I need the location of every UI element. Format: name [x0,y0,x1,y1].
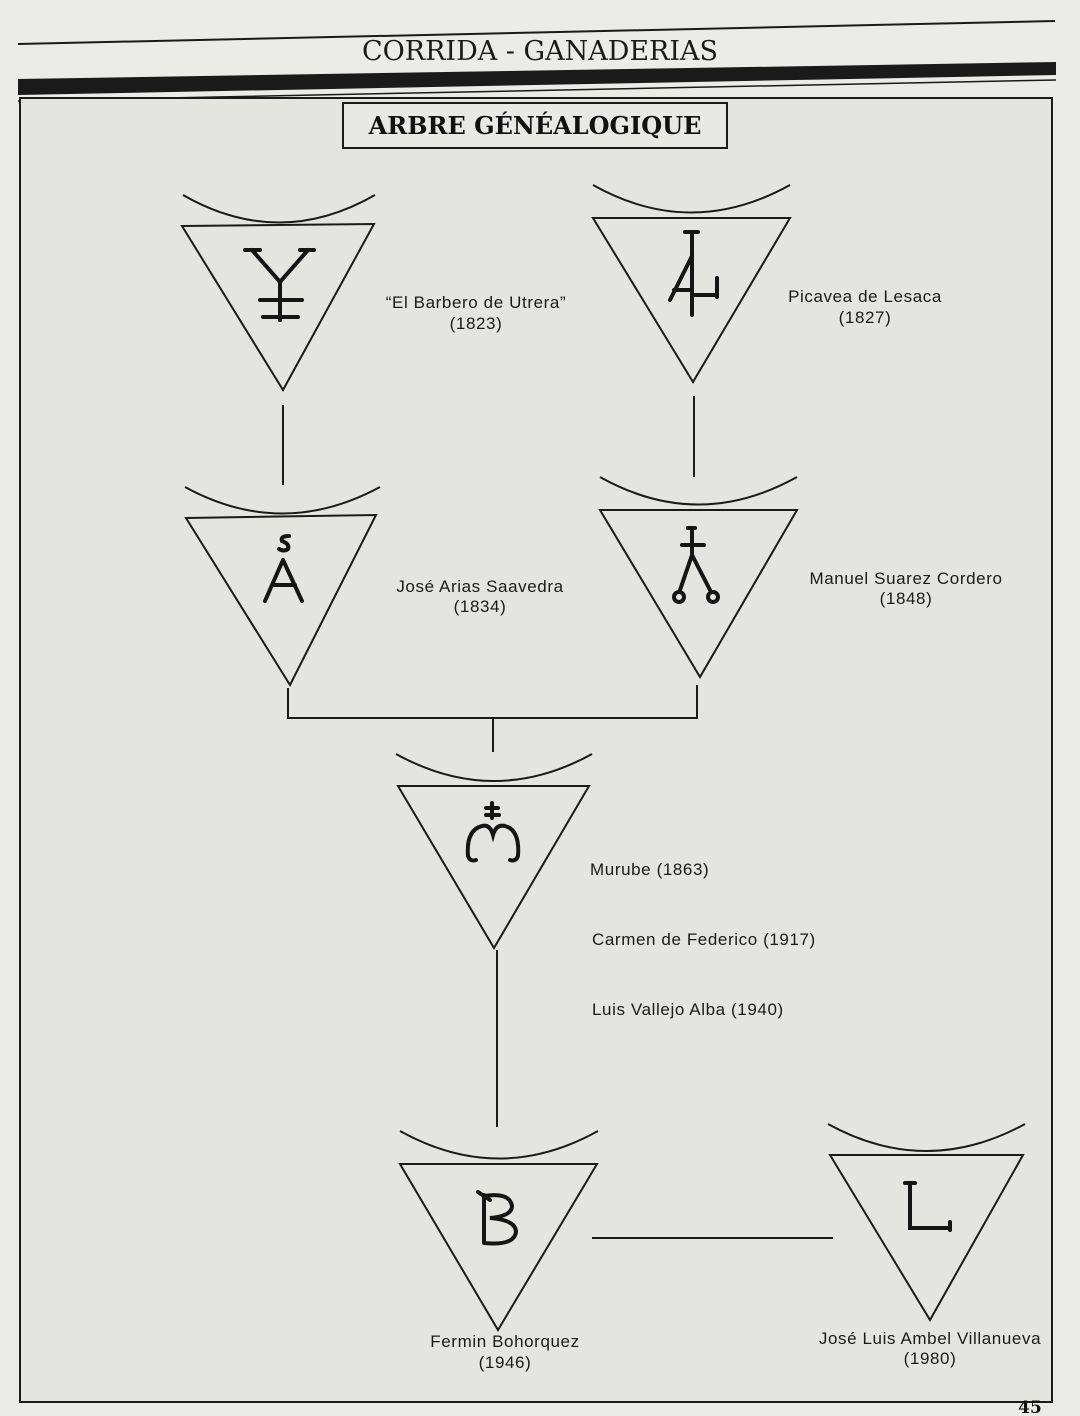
node-label: Murube (1863) [590,860,709,879]
node-year: (1848) [880,589,933,608]
a-cross-brand-icon [668,230,719,317]
node-label: José Luis Ambel Villanueva [819,1329,1041,1348]
triangle-icon [828,1154,1025,1322]
arc-icon [395,753,593,782]
header-bar [18,62,1056,95]
connectors [282,396,833,1239]
node-label: Manuel Suarez Cordero [809,569,1002,588]
node-year: (1980) [904,1349,957,1368]
node-barbero: “El Barbero de Utrera” (1823) [180,194,566,392]
node-label: “El Barbero de Utrera” [386,293,566,312]
diagram-title: ARBRE GÉNÉALOGIQUE [368,111,702,140]
b-brand-icon [476,1190,519,1246]
node-year: (1823) [450,314,503,333]
page-number: 45 [1018,1398,1042,1416]
arc-icon [827,1123,1026,1152]
arc-icon [184,486,381,515]
y-cross-brand-icon [243,248,316,322]
node-label: Luis Vallejo Alba (1940) [592,1000,784,1019]
triangle-icon [184,513,378,688]
node-picavea: Picavea de Lesaca (1827) [591,184,942,384]
node-label: Fermin Bohorquez [430,1332,579,1351]
node-year: (1827) [839,308,892,327]
arc-icon [399,1130,599,1160]
node-year: (1946) [479,1353,532,1372]
triangle-icon [396,785,591,950]
arc-icon [592,184,791,214]
node-label: Picavea de Lesaca [788,287,942,306]
triangle-icon [398,1163,599,1332]
node-label: José Arias Saavedra [396,577,563,596]
l-brand-icon [903,1181,952,1232]
crown-cross-brand-icon [465,801,521,863]
section-header: CORRIDA - GANADERIAS [362,36,718,67]
node-ambel: José Luis Ambel Villanueva (1980) [819,1123,1041,1368]
node-murube: Murube (1863) Carmen de Federico (1917) … [395,753,816,1019]
triangle-icon [598,509,799,679]
top-rule [17,20,1056,45]
node-bohorquez: Fermin Bohorquez (1946) [398,1130,599,1372]
cross-scissors-brand-icon [672,526,720,604]
node-year: (1834) [454,597,507,616]
node-label: Carmen de Federico (1917) [592,930,816,949]
node-arias: José Arias Saavedra (1834) [184,486,563,688]
s-a-brand-icon [263,534,304,603]
arc-icon [599,476,798,506]
node-suarez: Manuel Suarez Cordero (1848) [598,476,1002,679]
title-box [342,102,728,149]
arc-icon [182,194,376,224]
